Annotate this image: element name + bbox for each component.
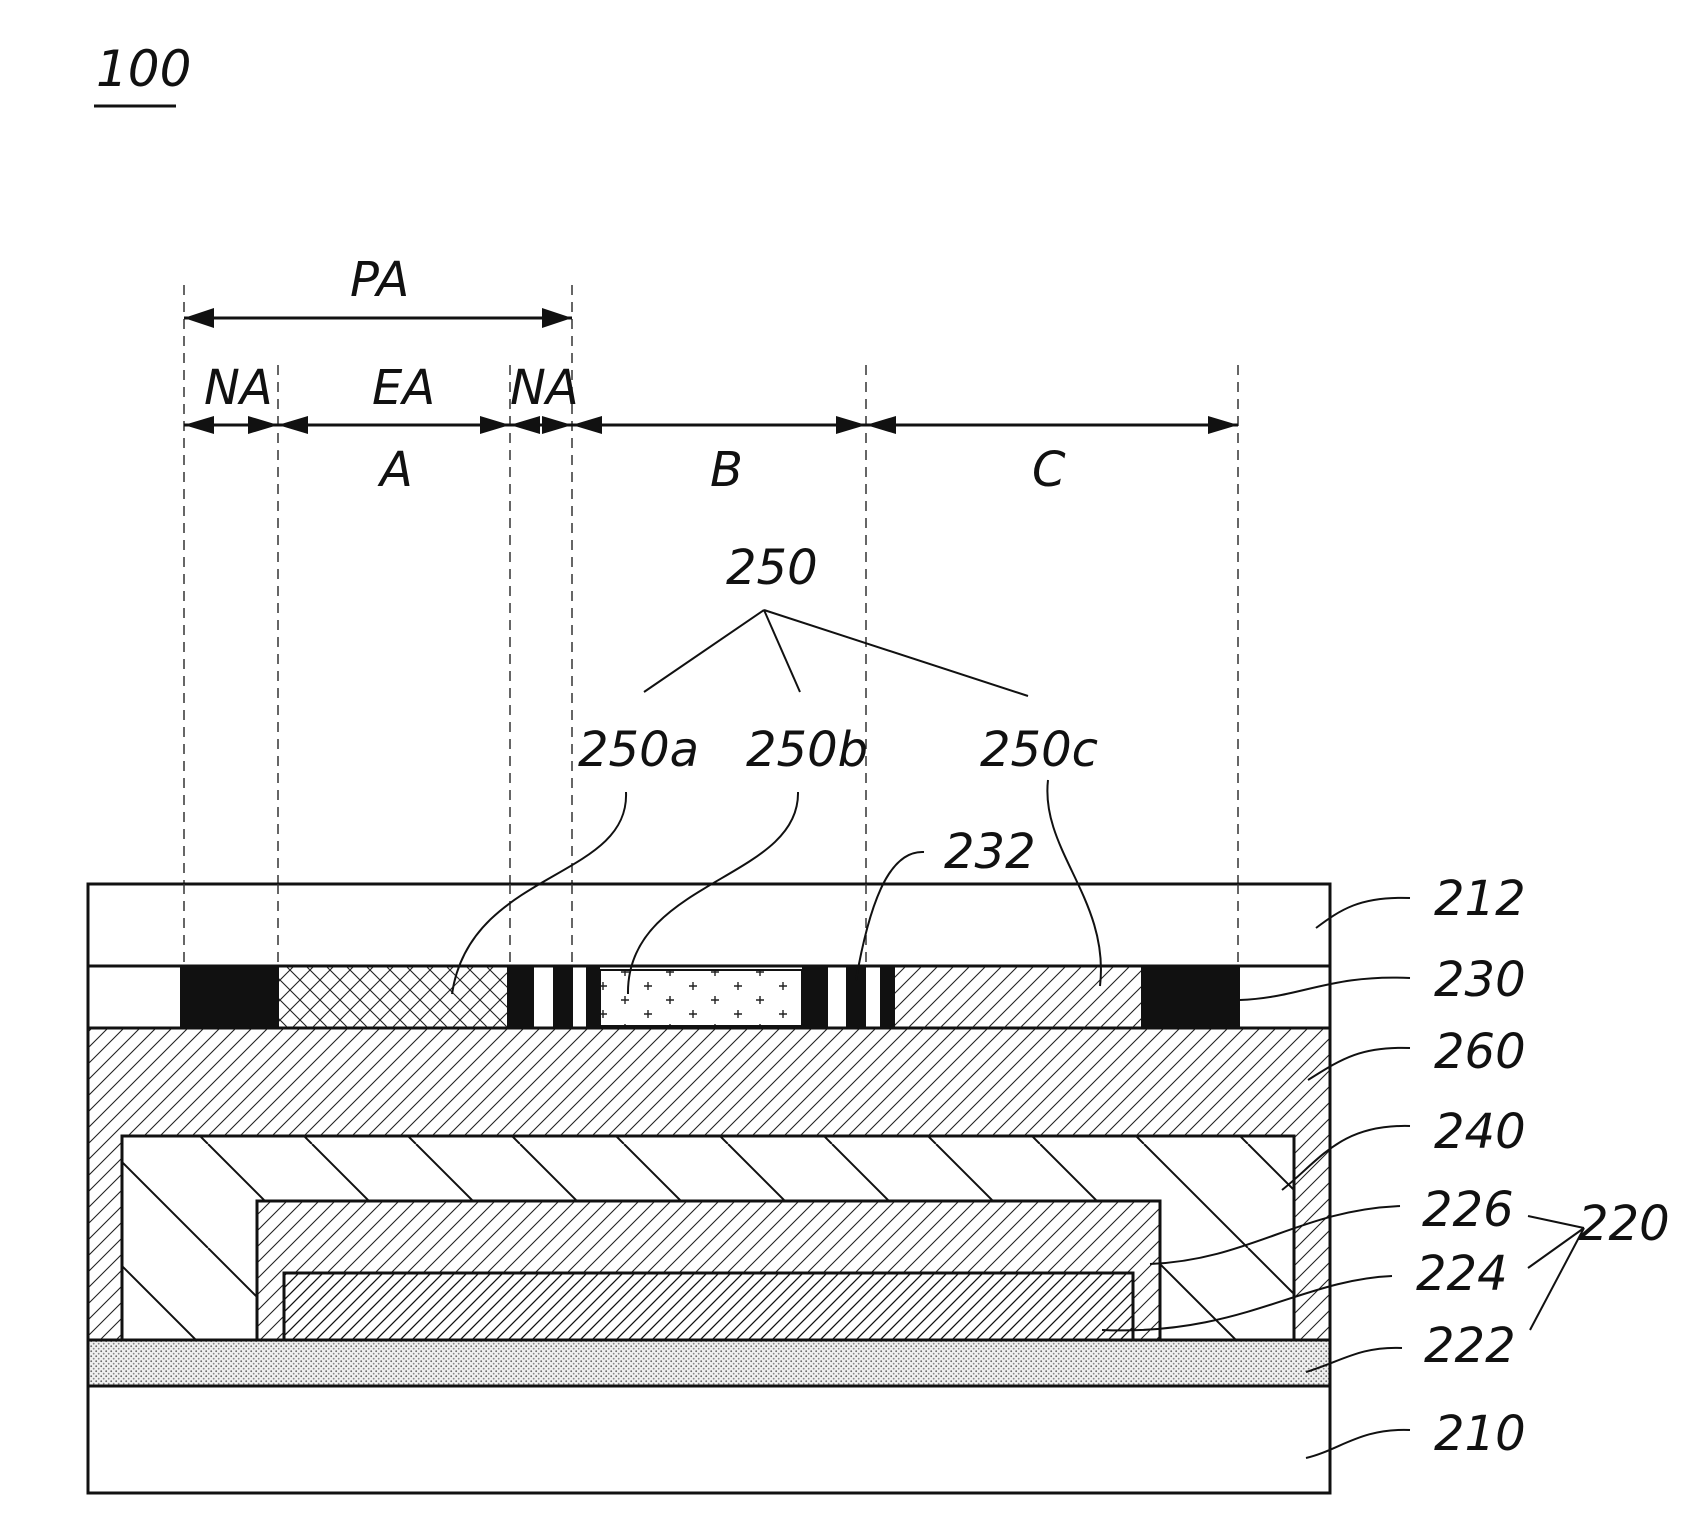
ref-226-label: 226 bbox=[1422, 1182, 1514, 1238]
ref-210-label: 210 bbox=[1434, 1406, 1526, 1462]
ref-220-label: 220 bbox=[1578, 1196, 1670, 1252]
ref-260-label: 260 bbox=[1434, 1024, 1526, 1080]
ea-label: EA bbox=[372, 360, 435, 416]
ref-232-label: 232 bbox=[944, 824, 1036, 880]
color-filter-250c bbox=[894, 966, 1142, 1028]
layer-224 bbox=[284, 1273, 1133, 1340]
region-c-label: C bbox=[1032, 442, 1066, 498]
region-a-label: A bbox=[377, 442, 413, 498]
na-left-label: NA bbox=[204, 360, 273, 416]
ref-250c-label: 250c bbox=[980, 722, 1098, 778]
pa-dimension-arrow bbox=[184, 308, 572, 328]
ref-222-label: 222 bbox=[1424, 1318, 1516, 1374]
ref-250-branch-lines bbox=[644, 610, 1028, 696]
layer-210-substrate bbox=[88, 1386, 1330, 1493]
na-right-label: NA bbox=[510, 360, 579, 416]
color-filter-250b bbox=[600, 970, 802, 1026]
color-filter-250a bbox=[278, 966, 508, 1028]
ref-240-label: 240 bbox=[1434, 1104, 1526, 1160]
layer-212 bbox=[88, 884, 1330, 966]
ref-250a-label: 250a bbox=[578, 722, 699, 778]
ref-224-label: 224 bbox=[1416, 1246, 1508, 1302]
ref-230-label: 230 bbox=[1434, 952, 1526, 1008]
region-b-label: B bbox=[710, 442, 743, 498]
region-dimension-arrows bbox=[184, 416, 1238, 434]
pa-label: PA bbox=[350, 252, 409, 308]
ref-250-label: 250 bbox=[726, 540, 818, 596]
figure-number: 100 bbox=[96, 40, 191, 98]
ref-250b-label: 250b bbox=[746, 722, 868, 778]
ref-212-label: 212 bbox=[1434, 871, 1526, 927]
layer-222 bbox=[88, 1340, 1330, 1386]
